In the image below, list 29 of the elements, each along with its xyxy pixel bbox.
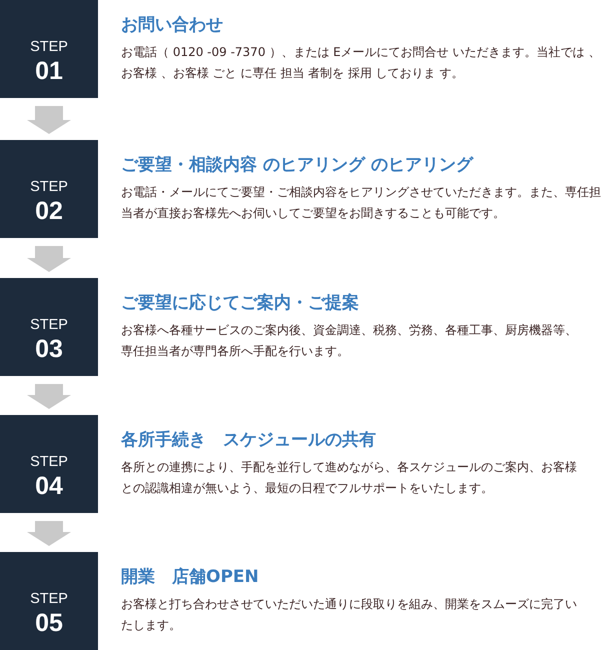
step-label: STEP <box>30 454 68 470</box>
step-number: 02 <box>35 197 63 225</box>
step-number: 01 <box>35 57 63 85</box>
step-description: お客様と打ち合わせさせていただいた通りに段取りを組み、開業をスムーズに完了いたします。 <box>121 596 578 634</box>
step-label: STEP <box>30 591 68 607</box>
step-box <box>0 0 98 98</box>
arrow <box>27 106 71 134</box>
step-number: 04 <box>35 472 63 500</box>
step-heading: お問い合わせ <box>121 14 223 36</box>
step-description: お電話・メールにてご要望・ご相談内容をヒアリングさせていただきます。また、専任担当者が直接お客様先へお伺いしてご要望をお聞きすることも可能です。 <box>121 184 602 222</box>
step-box <box>0 278 98 376</box>
step-number: 03 <box>35 335 63 363</box>
step-heading: 各所手続き スケジュールの共有 <box>121 429 376 451</box>
step-label: STEP <box>30 39 68 55</box>
step-label: STEP <box>30 317 68 333</box>
step-heading: ご要望・相談内容 のヒアリング のヒアリング <box>121 154 473 176</box>
step-box <box>0 552 98 650</box>
step-description: お客様へ各種サービスのご案内後、資金調達、税務、労務、各種工事、厨房機器等、専任担当者が専門各所へ手配を行います。 <box>121 322 578 360</box>
arrow <box>27 246 71 272</box>
step-label: STEP <box>30 179 68 195</box>
step-description: 各所との連携により、手配を並行して進めながら、各スケジュールのご案内、お客様との認識相違が無いよう、最短の日程でフルサポートをいたします。 <box>121 459 578 497</box>
arrow <box>27 521 71 546</box>
step-heading: 開業 店舗OPEN <box>121 566 259 588</box>
step-number: 05 <box>35 609 63 637</box>
arrow <box>27 384 71 409</box>
step-description: お電話（ 0120 -09 -7370 ）、または Eメールにてお問合せ いただきます。当社では 、お客様 、お客様 ごと に専任 担当 者制を 採用 しておりま す。 <box>121 44 602 82</box>
step-box <box>0 140 98 238</box>
step-heading: ご要望に応じてご案内・ご提案 <box>121 292 359 314</box>
step-box <box>0 415 98 513</box>
